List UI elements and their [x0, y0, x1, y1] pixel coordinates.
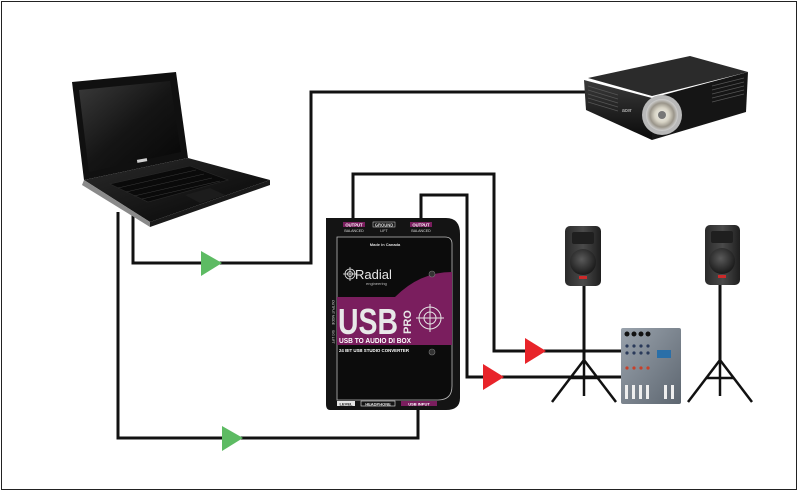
speaker-left-horn — [572, 232, 594, 244]
di-screw-top — [428, 270, 436, 278]
di-subtagline: 24 BIT USB STUDIO CONVERTER — [339, 348, 410, 353]
red-arrow-left-out — [525, 338, 546, 364]
speaker-right-woofer — [709, 248, 735, 274]
projector-vents — [587, 77, 745, 112]
di-crosshair-icon — [416, 304, 444, 332]
laptop-touchpad — [185, 188, 225, 203]
di-usb-input-label-bg — [401, 401, 437, 406]
speaker-right — [687, 225, 753, 403]
projector-lens-center — [658, 111, 666, 119]
laptop-base-front — [150, 180, 270, 227]
cable-laptop-to-projector — [131, 90, 590, 265]
di-side-label-mode: OUTPUT MODE — [331, 300, 335, 326]
di-brand-sub: engineering — [366, 281, 387, 286]
di-level-label: LEVEL — [340, 401, 353, 406]
di-headphone-label: HEADPHONE — [365, 401, 391, 406]
di-left-output-label: OUTPUT — [345, 223, 363, 228]
speaker-left-tripod — [551, 359, 617, 403]
laptop — [72, 72, 270, 227]
cable-di-right-out-to-mixer — [419, 193, 622, 379]
mixer-red-knobs — [625, 366, 650, 370]
di-ground-label-bg — [372, 221, 396, 228]
di-box: OUTPUT BALANCED GROUND LIFT OUTPUT BALAN… — [326, 218, 460, 410]
speaker-right-tripod — [687, 359, 753, 403]
speaker-right-horn — [711, 231, 733, 243]
red-arrow-right-out — [483, 364, 504, 390]
mixer — [621, 328, 681, 404]
projector-brand: acer — [622, 108, 632, 114]
cable-laptop-to-di-usb — [116, 212, 420, 440]
laptop-keys — [117, 169, 221, 200]
mixer-display — [657, 350, 671, 358]
di-usb-input-label: USB INPUT — [408, 401, 430, 406]
di-right-output-sublabel: BALANCED — [411, 229, 431, 233]
mixer-faders — [625, 385, 674, 399]
di-model-suffix: PRO — [402, 310, 414, 334]
di-brand: Radial — [355, 267, 392, 282]
laptop-base-edge — [82, 180, 150, 227]
di-right-output-label: OUTPUT — [412, 223, 430, 228]
green-arrow-to-di-usb — [222, 426, 243, 451]
di-tagline: USB TO AUDIO DI BOX — [339, 336, 411, 345]
green-arrow-to-projector — [201, 251, 222, 276]
laptop-brand-badge — [136, 158, 148, 163]
di-level-label-bg — [337, 401, 355, 406]
di-model-main: USB — [338, 301, 398, 342]
di-headphone-label-bg — [360, 400, 396, 407]
projector: acer — [584, 56, 748, 140]
speaker-left — [551, 226, 617, 403]
projector-top — [588, 56, 748, 96]
radial-crosshair-icon — [343, 267, 357, 281]
di-left-output-sublabel: BALANCED — [344, 229, 364, 233]
speaker-right-badge — [718, 275, 726, 278]
di-made-in: Made in Canada — [370, 242, 401, 247]
speaker-left-badge — [579, 276, 587, 279]
mixer-knobs — [625, 344, 650, 355]
laptop-keyboard — [109, 165, 229, 203]
di-side-label-lift: SIG LIFT — [331, 330, 335, 344]
mixer-inputs — [624, 331, 651, 337]
di-right-output-label-bg — [410, 222, 432, 227]
speaker-left-woofer — [570, 249, 596, 275]
laptop-screen — [79, 81, 181, 172]
di-ground-sublabel: LIFT — [380, 229, 388, 233]
di-screw-bottom — [428, 348, 436, 356]
projector-front — [584, 80, 652, 140]
di-ground-label: GROUND — [375, 223, 394, 228]
di-left-output-label-bg — [343, 222, 365, 227]
